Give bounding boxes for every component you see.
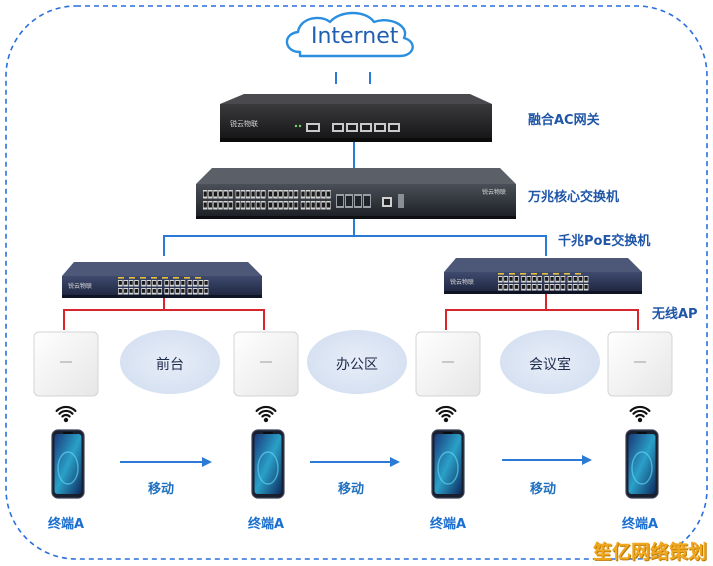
ap-device <box>607 331 673 397</box>
zone-label: 会议室 <box>529 357 571 373</box>
watermark: 笙亿网络策划 <box>592 541 707 563</box>
gateway-brand-label: 锐云物联 <box>230 120 258 128</box>
ap-device <box>415 331 481 397</box>
core-switch-ports <box>203 190 404 210</box>
ap-device <box>233 331 299 397</box>
phone-icon <box>431 429 465 499</box>
poe-switch-ports <box>118 277 209 295</box>
ac-gateway-device <box>220 94 492 142</box>
zone-ellipse <box>120 330 220 394</box>
poe-switch-left-device <box>62 262 262 298</box>
internet-label: Internet <box>311 24 399 49</box>
poe-right-ap-link <box>445 309 639 330</box>
poe-switch-ports <box>498 273 589 291</box>
gateway-label: 融合AC网关 <box>528 113 600 128</box>
move-arrow-icon <box>502 455 592 465</box>
move-label: 移动 <box>530 482 557 497</box>
terminal-label: 终端A <box>430 517 467 532</box>
move-arrow-icon <box>310 457 400 467</box>
terminal-label: 终端A <box>622 517 659 532</box>
zone-label: 前台 <box>156 357 184 373</box>
wifi-icon <box>255 405 277 423</box>
wifi-icon <box>435 405 457 423</box>
move-label: 移动 <box>338 482 365 497</box>
terminal-label: 终端A <box>48 517 85 532</box>
poe-right-brand-label: 锐云物联 <box>450 279 475 286</box>
move-arrow-icon <box>120 457 212 467</box>
zone-ellipse <box>307 330 407 394</box>
move-label: 移动 <box>148 482 175 497</box>
phone-icon <box>625 429 659 499</box>
core-switch-brand-label: 锐云物联 <box>482 189 507 196</box>
poe-switch-right-device <box>444 258 642 294</box>
ap-device <box>33 331 99 397</box>
core-switch-device <box>196 168 516 219</box>
poe-left-brand-label: 锐云物联 <box>68 283 93 290</box>
poe-switch-label: 千兆PoE交换机 <box>558 234 651 249</box>
ap-label: 无线AP <box>652 307 698 322</box>
phone-icon <box>51 429 85 499</box>
core-switch-label: 万兆核心交换机 <box>528 190 620 205</box>
dashed-border <box>5 5 708 560</box>
zone-ellipse <box>500 330 600 394</box>
core-poe-link <box>163 235 547 256</box>
wifi-icon <box>629 405 651 423</box>
terminal-label: 终端A <box>248 517 285 532</box>
poe-left-ap-link <box>63 309 265 330</box>
phone-icon <box>251 429 285 499</box>
internet-cloud-icon <box>285 11 414 58</box>
zone-label: 办公区 <box>336 357 378 373</box>
wifi-icon <box>55 405 77 423</box>
